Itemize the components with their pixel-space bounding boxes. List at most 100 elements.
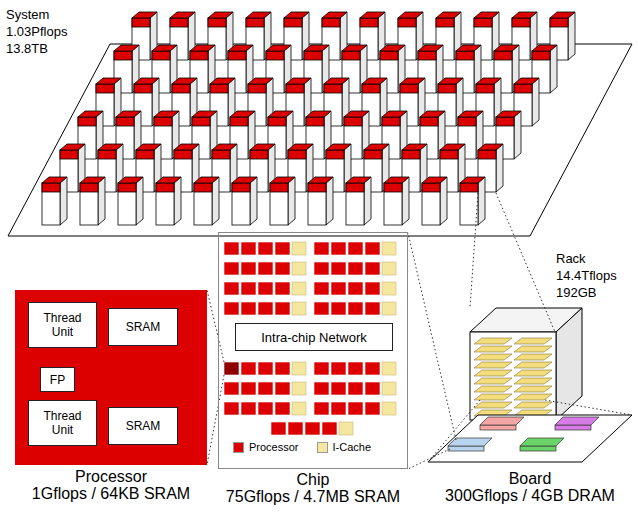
rack-cap-top	[134, 78, 159, 84]
processor-cell	[224, 362, 239, 375]
legend-item: I-Cache	[317, 441, 372, 454]
rack-cap	[172, 84, 190, 93]
rack-cap	[228, 51, 246, 60]
rack-cap-top	[382, 111, 407, 117]
processor-cell	[224, 302, 239, 315]
processor-cell	[241, 362, 256, 375]
rack-cap-top	[98, 144, 123, 150]
board-plate-icon	[474, 346, 512, 352]
rack-cap-top	[460, 177, 485, 183]
rack-cap	[286, 84, 304, 93]
rack-cap-top	[156, 177, 181, 183]
rack-cap-top	[304, 45, 329, 51]
rack-cap-top	[210, 78, 235, 84]
processor-cell	[241, 282, 256, 295]
rack-icon	[232, 177, 257, 225]
rack-cap	[440, 150, 458, 159]
board-plate-icon	[474, 386, 512, 392]
rack-cap	[456, 51, 474, 60]
rack-cap	[80, 183, 98, 192]
processor-cell	[258, 382, 273, 395]
processor-cell	[258, 362, 273, 375]
icache-cell	[292, 242, 306, 255]
board-plate-icon	[514, 386, 552, 392]
rack-cap	[230, 117, 248, 126]
thread-unit: Thread Unit	[28, 400, 97, 446]
rack-cap-top	[478, 144, 503, 150]
board-plate-icon	[474, 394, 512, 400]
chip-die: Chip75Gflops / 4.7MB SRAMIntra-chip Netw…	[218, 232, 408, 469]
chip-package-side	[520, 446, 556, 451]
rack-cap	[232, 183, 250, 192]
rack-cap	[98, 150, 116, 159]
rack-cap	[60, 150, 78, 159]
chip-package	[520, 438, 564, 446]
board-plate-icon	[514, 346, 552, 352]
processor-cell	[348, 382, 363, 395]
rack-side-face	[556, 308, 582, 420]
rack-cap-top	[418, 45, 443, 51]
processor-cell	[275, 382, 290, 395]
icache-cell	[382, 242, 396, 255]
rack-front	[42, 183, 60, 225]
rack-cap	[402, 150, 420, 159]
board-plate-icon	[474, 338, 512, 344]
board-plate-icon	[474, 370, 512, 376]
node-title: FP	[50, 373, 65, 387]
rack-cap-top	[364, 144, 389, 150]
rack-cap-top	[494, 45, 519, 51]
processor-cell	[224, 282, 239, 295]
rack-cap	[156, 183, 174, 192]
rack-cap	[384, 183, 402, 192]
rack-cap-top	[116, 111, 141, 117]
rack-cap	[322, 18, 340, 27]
rack-cap-top	[270, 177, 295, 183]
label-group: Chip75Gflops / 4.7MB SRAM	[226, 471, 400, 505]
rack-icon	[384, 177, 409, 225]
processor-cell	[365, 362, 380, 375]
rack-front	[270, 183, 288, 225]
rack-side	[514, 111, 521, 159]
rack-side	[478, 177, 485, 225]
processor-cell	[258, 242, 273, 255]
node-spec: 1.03Pflops	[6, 23, 67, 40]
rack-side	[440, 177, 447, 225]
rack-cap-top	[474, 12, 499, 18]
rack-cap	[194, 183, 212, 192]
rack-cap	[512, 18, 530, 27]
processor-cell	[258, 262, 273, 275]
icache-cell	[382, 382, 396, 395]
board-plate-icon	[514, 378, 552, 384]
sram-block: SRAM	[108, 308, 178, 346]
processor-cell	[224, 262, 239, 275]
rack-cap-top	[132, 12, 157, 18]
processor-cell	[275, 242, 290, 255]
rack-side	[250, 177, 257, 225]
rack-cap-top	[174, 144, 199, 150]
rack-side	[326, 177, 333, 225]
rack-cap-top	[78, 111, 103, 117]
rack-front	[346, 183, 364, 225]
rack-cap	[494, 51, 512, 60]
rack-cap	[420, 117, 438, 126]
board-plate-icon	[514, 402, 552, 408]
rack-front	[118, 183, 136, 225]
icache-cell	[382, 262, 396, 275]
processor-cell	[305, 422, 320, 435]
system-floor	[8, 44, 632, 236]
rack-cap-top	[114, 45, 139, 51]
node-spec: 75Gflops / 4.7MB SRAM	[226, 488, 400, 505]
rack-cap	[550, 18, 568, 27]
rack-cap	[170, 18, 188, 27]
system-group: System1.03Pflops13.8TB	[0, 0, 638, 240]
label-group: System1.03Pflops13.8TB	[6, 6, 67, 57]
processor-cell	[365, 402, 380, 415]
processor-cell	[348, 362, 363, 375]
processor-cell	[348, 402, 363, 415]
rack-cap	[496, 117, 514, 126]
leader-line	[207, 290, 224, 465]
rack-cap	[364, 150, 382, 159]
rack-cap-top	[532, 45, 557, 51]
icache-cell	[339, 422, 353, 435]
processor-cell	[224, 242, 239, 255]
